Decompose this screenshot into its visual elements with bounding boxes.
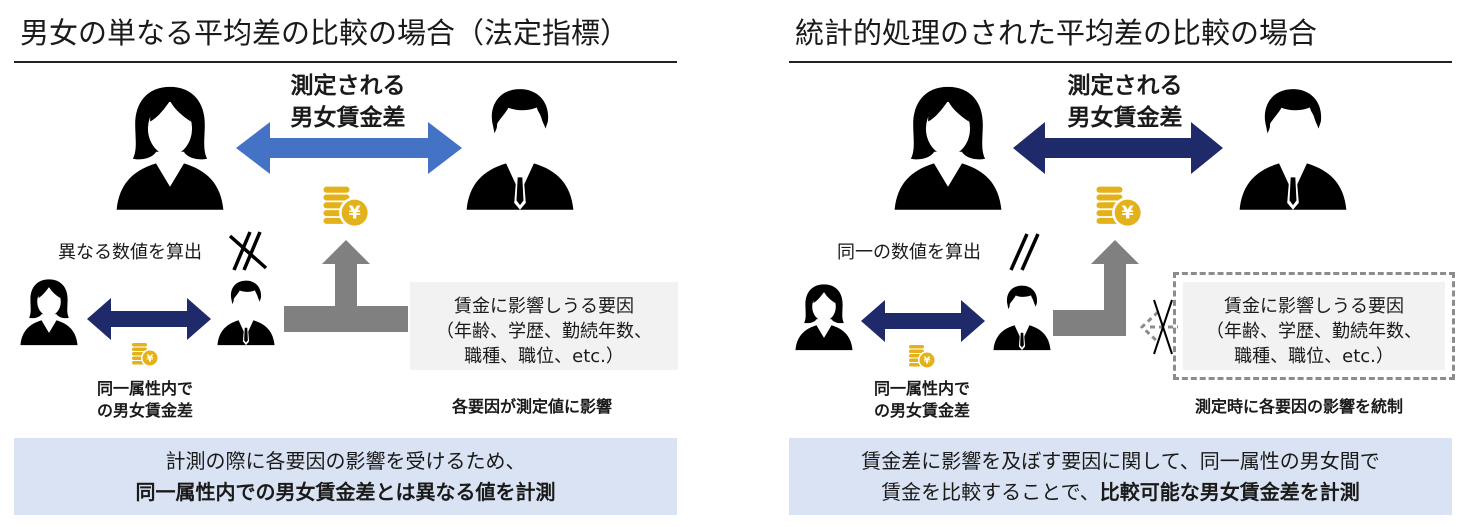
right-dashed-box — [1173, 272, 1455, 380]
right-group-label: 同一属性内で の男女賃金差 — [837, 378, 1007, 422]
double-arrow-icon — [236, 122, 462, 174]
right-bottom-line2-plain: 賃金を比較することで、 — [881, 480, 1100, 504]
left-measured-label-line2: 男女賃金差 — [290, 105, 406, 131]
left-measured-label: 測定される 男女賃金差 — [268, 70, 428, 134]
man-icon — [991, 280, 1053, 352]
l-arrow-icon — [1053, 240, 1139, 336]
woman-icon — [890, 82, 1006, 210]
left-panel: 男女の単なる平均差の比較の場合（法定指標） 測定される 男女賃金差 異なる数値を… — [0, 0, 700, 527]
right-panel: 統計的処理のされた平均差の比較の場合 測定される 男女賃金差 同一の数値を算出 … — [775, 0, 1477, 527]
woman-icon — [18, 275, 80, 347]
yen-coin-icon — [320, 178, 372, 230]
right-title-rule — [789, 61, 1452, 63]
right-factor-note: 測定時に各要因の影響を統制 — [1195, 397, 1404, 416]
right-group-label-line2: の男女賃金差 — [873, 401, 970, 420]
right-bottom-line2: 賃金を比較することで、比較可能な男女賃金差を計測 — [789, 477, 1452, 508]
woman-icon — [112, 82, 228, 210]
right-factor-line1: 賃金に影響しうる要因 — [1224, 296, 1404, 317]
left-factor-line3: 職種、職位、etc.） — [464, 346, 624, 367]
yen-coin-icon — [130, 338, 160, 368]
left-factor-box: 賃金に影響しうる要因 （年齢、学歴、勤続年数、 職種、職位、etc.） — [410, 282, 678, 370]
equal-icon — [1009, 233, 1040, 271]
t-arrow-icon — [284, 240, 408, 332]
left-factor-note: 各要因が測定値に影響 — [452, 397, 613, 416]
not-equal-icon — [228, 231, 268, 271]
right-bottom-line2-bold: 比較可能な男女賃金差を計測 — [1099, 480, 1360, 504]
left-measured-label-line1: 測定される — [290, 73, 406, 99]
right-factor-line2: （年齢、学歴、勤続年数、 — [1206, 321, 1422, 342]
left-bottom-line2: 同一属性内での男女賃金差とは異なる値を計測 — [135, 480, 556, 504]
right-bottom-line1: 賃金差に影響を及ぼす要因に関して、同一属性の男女間で — [861, 449, 1380, 473]
right-title: 統計的処理のされた平均差の比較の場合 — [795, 16, 1318, 50]
man-icon — [215, 275, 277, 347]
man-icon — [1235, 82, 1351, 210]
left-title-rule — [14, 61, 677, 63]
yen-coin-icon — [907, 340, 937, 370]
left-factor-line1: 賃金に影響しうる要因 — [454, 296, 634, 317]
right-factor-box: 賃金に影響しうる要因 （年齢、学歴、勤続年数、 職種、職位、etc.） — [1183, 282, 1445, 370]
yen-coin-icon — [1093, 178, 1145, 230]
left-bottom-line1: 計測の際に各要因の影響を受けるため、 — [165, 449, 526, 473]
different-value-label: 異なる数値を算出 — [58, 242, 202, 263]
left-group-label-line2: の男女賃金差 — [96, 401, 193, 420]
right-group-label-line1: 同一属性内で — [873, 379, 970, 398]
right-factor-line3: 職種、職位、etc.） — [1234, 346, 1394, 367]
double-arrow-icon — [861, 300, 985, 342]
right-bottom-box: 賃金差に影響を及ぼす要因に関して、同一属性の男女間で 賃金を比較することで、比較… — [789, 438, 1452, 515]
left-title: 男女の単なる平均差の比較の場合（法定指標） — [20, 16, 630, 50]
left-group-label: 同一属性内で の男女賃金差 — [60, 378, 230, 422]
right-measured-label: 測定される 男女賃金差 — [1045, 70, 1205, 134]
man-icon — [462, 82, 578, 210]
double-arrow-icon — [87, 298, 211, 340]
double-arrow-icon — [1013, 122, 1223, 174]
blocked-arrow-icon — [1139, 299, 1178, 355]
same-value-label: 同一の数値を算出 — [837, 242, 981, 263]
left-factor-line2: （年齢、学歴、勤続年数、 — [436, 321, 652, 342]
woman-icon — [793, 280, 855, 352]
left-bottom-box: 計測の際に各要因の影響を受けるため、 同一属性内での男女賃金差とは異なる値を計測 — [14, 438, 677, 515]
left-group-label-line1: 同一属性内で — [96, 379, 193, 398]
right-measured-label-line1: 測定される — [1067, 73, 1183, 99]
right-measured-label-line2: 男女賃金差 — [1067, 105, 1183, 131]
